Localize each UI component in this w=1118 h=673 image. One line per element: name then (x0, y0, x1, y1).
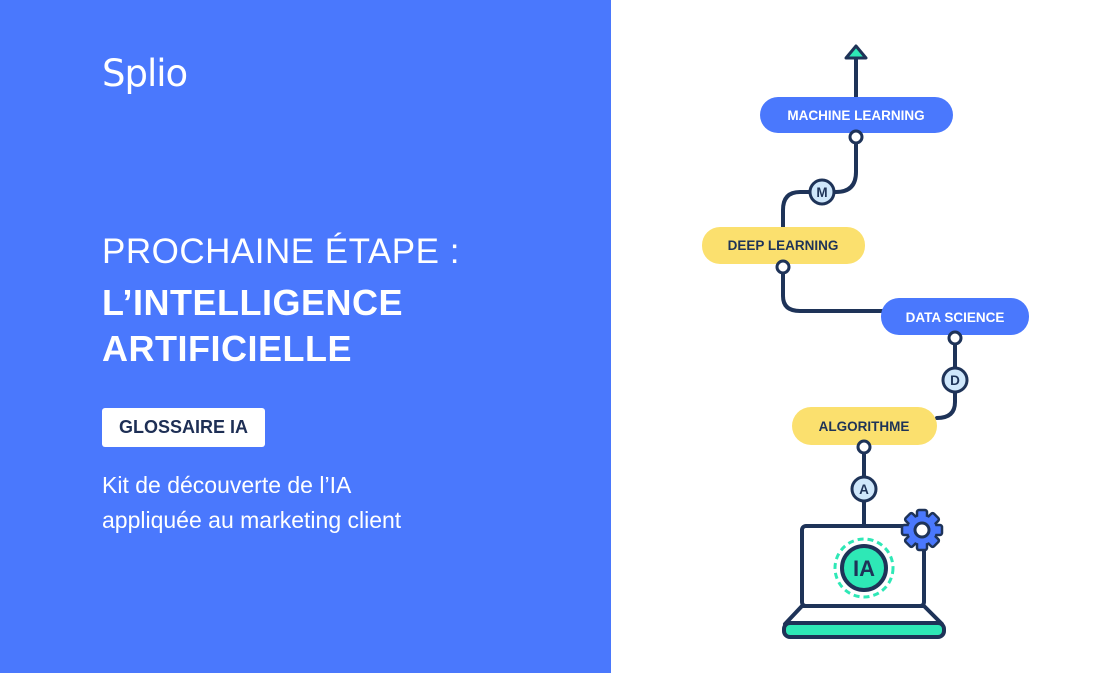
pill-algorithme (792, 407, 937, 445)
letter-a: A (859, 482, 869, 497)
node-dot (856, 439, 872, 455)
ia-label: IA (853, 556, 875, 581)
pill-data-science (881, 298, 1029, 335)
subtitle-line-2: appliquée au marketing client (102, 507, 402, 533)
connector-line (935, 338, 957, 420)
letter-m: M (816, 185, 827, 200)
letter-node-a (850, 475, 878, 503)
hero-panel: Splio PROCHAINE ÉTAPE : L’INTELLIGENCE A… (0, 0, 611, 673)
pill-deep-learning (702, 227, 865, 264)
node-dot (848, 129, 864, 145)
title-line-1: PROCHAINE ÉTAPE : (102, 232, 460, 271)
connector-line (781, 268, 887, 313)
title-line-2: L’INTELLIGENCE (102, 282, 404, 323)
splio-logo: Splio (102, 52, 188, 95)
pill-data-science-label: DATA SCIENCE (906, 310, 1005, 325)
letter-node-d (941, 366, 969, 394)
title-main: L’INTELLIGENCE ARTIFICIELLE (102, 280, 403, 372)
arrow-up-icon (844, 44, 868, 60)
subtitle: Kit de découverte de l’IA appliquée au m… (102, 468, 522, 538)
node-dot (947, 330, 963, 346)
pill-deep-learning-label: DEEP LEARNING (728, 238, 839, 253)
gear-icon (900, 508, 944, 552)
pill-machine-learning (760, 97, 953, 133)
pill-algorithme-label: ALGORITHME (819, 419, 910, 434)
title-line-3: ARTIFICIELLE (102, 328, 352, 369)
letter-d: D (950, 373, 960, 388)
laptop-icon: IA (782, 524, 946, 639)
glossaire-badge: GLOSSAIRE IA (102, 408, 266, 447)
node-dot (775, 259, 791, 275)
letter-node-m (808, 178, 836, 206)
subtitle-line-1: Kit de découverte de l’IA (102, 472, 352, 498)
pill-machine-learning-label: MACHINE LEARNING (787, 108, 924, 123)
